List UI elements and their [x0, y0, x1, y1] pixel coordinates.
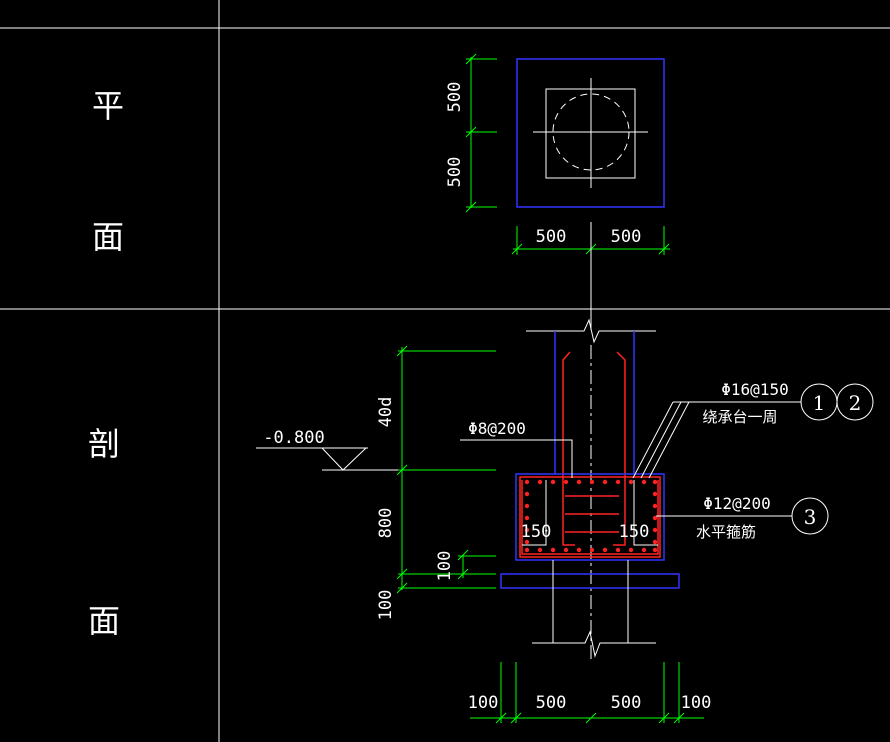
column-rebars — [562, 351, 626, 546]
cap-rebar-cage — [519, 476, 661, 558]
main-rebar-label: Φ16@150 — [721, 380, 788, 399]
plan-vertical-dimension — [465, 53, 497, 213]
inner-outline — [522, 480, 658, 546]
dim-cap-800: 800 — [376, 508, 396, 539]
dim-bottom-500-left: 500 — [536, 693, 567, 713]
main-rebar-leader — [632, 401, 801, 479]
inner-dim-left: 150 — [521, 522, 552, 542]
dim-anchor-40d: 40d — [376, 397, 396, 428]
dim-bottom-100-left: 100 — [468, 693, 499, 713]
rebar-dots — [524, 479, 658, 553]
plan-dim-h-left: 500 — [536, 227, 567, 247]
dim-bottom-500-right: 500 — [611, 693, 642, 713]
bubble-2-text: 2 — [849, 391, 862, 415]
dim-cushion-100: 100 — [376, 590, 396, 621]
plan-dim-v-top: 500 — [445, 82, 465, 113]
horiz-rebar-note: 水平箍筋 — [696, 523, 756, 541]
main-rebar-note: 绕承台一周 — [702, 408, 777, 426]
bubble-3-text: 3 — [804, 505, 817, 529]
section-view: 150 150 -0.800 40d 800 100 100 — [256, 318, 874, 724]
plan-label-bottom: 面 — [92, 218, 124, 256]
plan-label-top: 平 — [92, 87, 124, 125]
plan-view: 500 500 500 500 — [445, 53, 670, 330]
plan-dim-v-bottom: 500 — [445, 157, 465, 188]
elevation-marker — [256, 447, 400, 471]
section-bottom-dimension — [470, 662, 704, 724]
bubble-3 — [791, 497, 829, 535]
elevation-text: -0.800 — [263, 428, 324, 448]
pile-cap-outline — [515, 473, 665, 561]
plan-cap-outline — [516, 58, 665, 208]
plan-dim-h-right: 500 — [611, 227, 642, 247]
horiz-rebar-label: Φ12@200 — [703, 494, 770, 513]
stirrup-leader — [460, 439, 573, 478]
pile-outline — [532, 560, 656, 658]
dim-cover-100: 100 — [435, 551, 455, 582]
inner-dim-right: 150 — [619, 522, 650, 542]
column-break-top — [526, 318, 656, 344]
dim-bottom-100-right: 100 — [681, 693, 712, 713]
stirrup-label: Φ8@200 — [468, 419, 526, 438]
section-label-top: 剖 — [88, 425, 120, 463]
bubble-1-text: 1 — [813, 391, 826, 415]
section-vertical-dimension — [396, 345, 496, 594]
cushion-layer — [500, 573, 680, 589]
section-label-bottom: 面 — [88, 602, 120, 640]
bubble-2 — [836, 383, 874, 421]
